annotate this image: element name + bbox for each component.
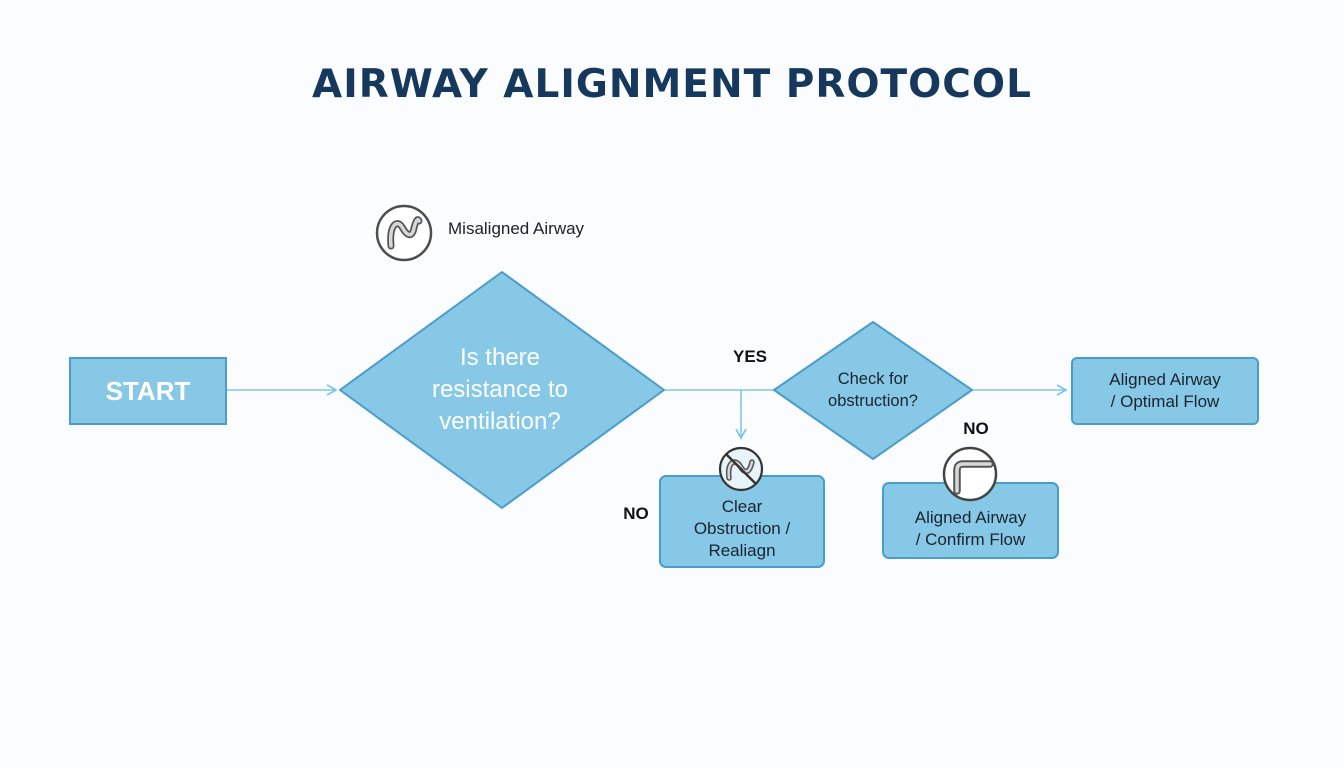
diagram-title: AIRWAY ALIGNMENT PROTOCOL (312, 62, 1032, 107)
question-diamond (339, 271, 665, 509)
bent-tube-icon (942, 446, 998, 502)
crossed-tube-icon (718, 446, 764, 492)
curved-tube-icon (375, 204, 433, 262)
clear-obstruction-label: Clear Obstruction / Realiagn (693, 496, 791, 560)
aligned-confirm-label: Aligned Airway / Confirm Flow (914, 508, 1027, 549)
question-label: Is there resistance to ventilation? (431, 344, 569, 435)
check-diamond (773, 321, 973, 460)
aligned-optimal-node (1071, 357, 1259, 425)
aligned-optimal-label: Aligned Airway / Optimal Flow (1109, 370, 1221, 411)
yes-label: YES (732, 347, 768, 366)
no-label-left: NO (623, 504, 649, 523)
misaligned-airway-note: Misaligned Airway (448, 219, 585, 238)
start-node (69, 357, 227, 425)
no-label-right: NO (963, 419, 989, 438)
check-label: Check for obstruction? (828, 370, 918, 410)
start-label: START (105, 375, 191, 406)
